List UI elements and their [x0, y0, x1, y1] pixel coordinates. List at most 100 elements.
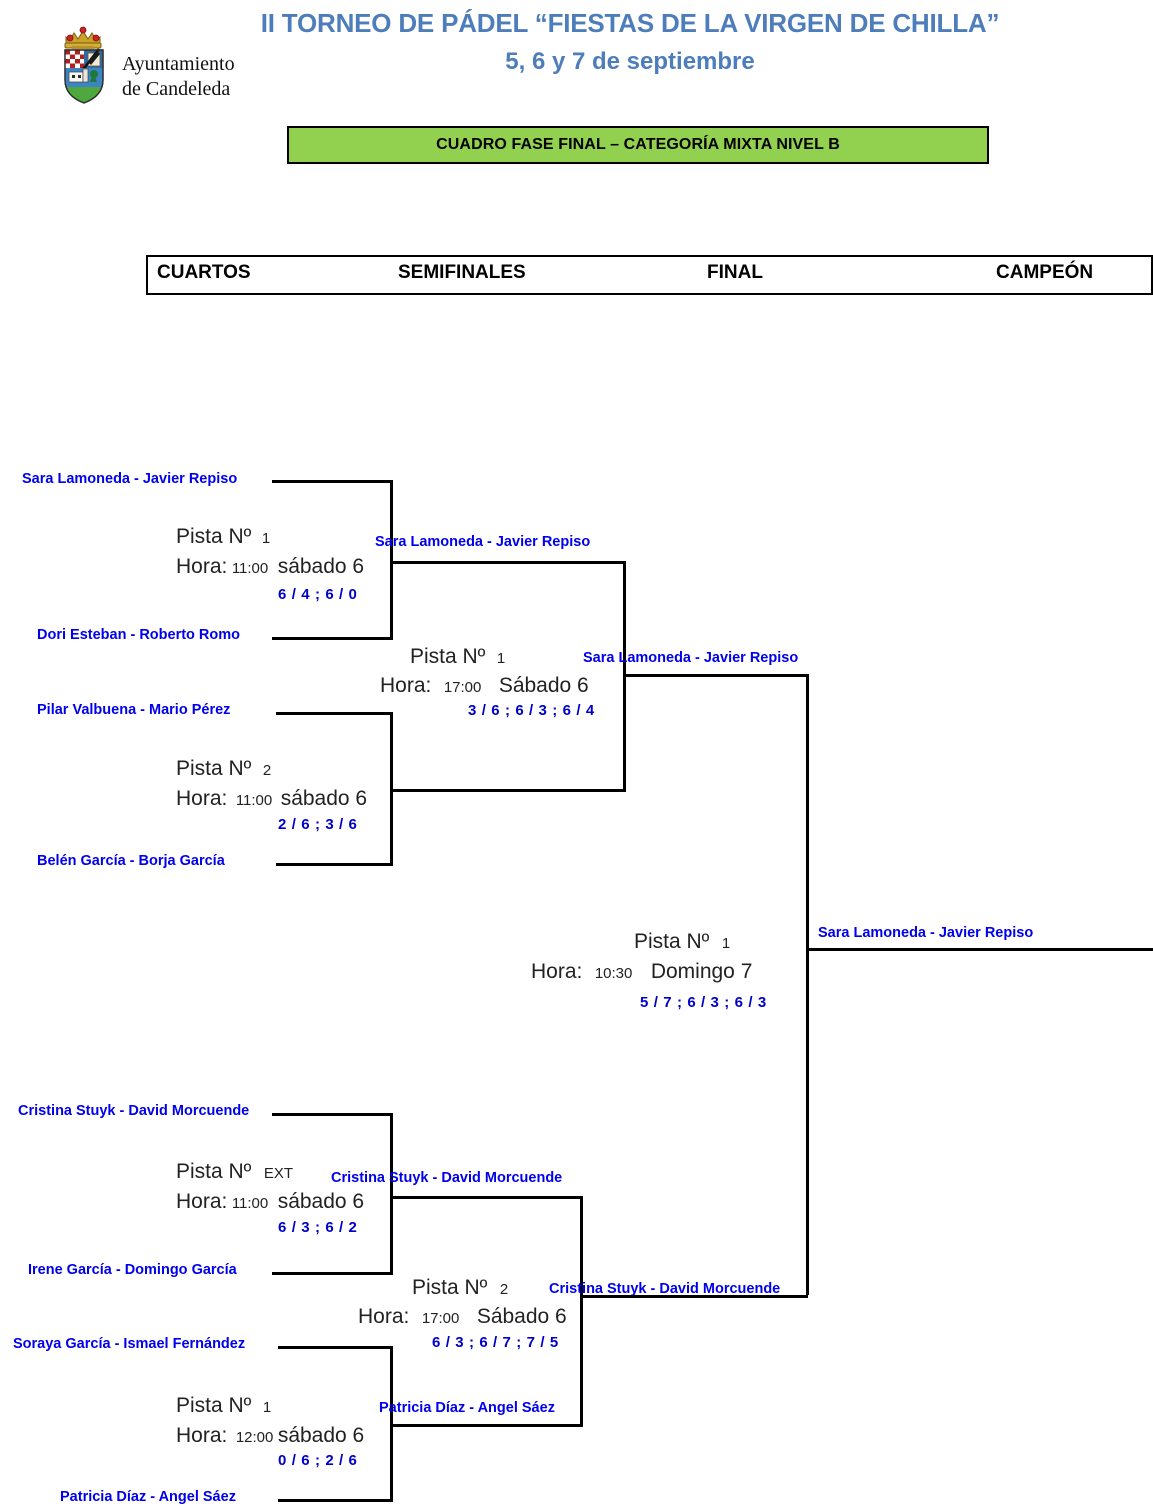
candeleda-coat-of-arms-icon: [52, 22, 116, 106]
champion-line: [806, 948, 1153, 951]
sf1-court-info: Pista Nº 1: [410, 645, 505, 669]
qf3-day-value: sábado 6: [277, 1190, 365, 1213]
sf1-day-value: Sábado 6: [498, 674, 589, 697]
qf3-time-value: 11:00: [231, 1195, 269, 1212]
qf1-time-value: 11:00: [231, 560, 269, 577]
sf2-court-label: Pista Nº: [412, 1276, 488, 1299]
qf2-score: 2 / 6 ; 3 / 6: [278, 816, 358, 833]
sf1-top-line: [390, 561, 625, 564]
round-header-semifinales: SEMIFINALES: [398, 262, 526, 283]
sf1-court-label: Pista Nº: [410, 645, 486, 668]
qf4-score: 0 / 6 ; 2 / 6: [278, 1452, 358, 1469]
final-time-value: 10:30: [594, 965, 633, 982]
sf2-score: 6 / 3 ; 6 / 7 ; 7 / 5: [432, 1334, 559, 1351]
qf1-day-value: sábado 6: [277, 555, 365, 578]
qf1-bracket-vertical: [390, 480, 393, 640]
qf1-bottom-line: [272, 637, 392, 640]
qf1-top-line: [272, 480, 392, 483]
qf1-score: 6 / 4 ; 6 / 0: [278, 586, 358, 603]
sf2-top-team: Cristina Stuyk - David Morcuende: [331, 1170, 563, 1186]
sf2-court-info: Pista Nº 2: [412, 1276, 508, 1300]
qf4-court-info: Pista Nº 1: [176, 1394, 271, 1418]
champion-name: Sara Lamoneda - Javier Repiso: [818, 925, 1034, 941]
qf1-court-label: Pista Nº: [176, 525, 252, 548]
final-bottom-team: Cristina Stuyk - David Morcuende: [549, 1281, 781, 1297]
municipality-line-1: Ayuntamiento: [122, 53, 235, 75]
qf4-time-info: Hora: 12:00 sábado 6: [176, 1424, 364, 1448]
qf1-time-info: Hora: 11:00 sábado 6: [176, 555, 364, 579]
sf1-score: 3 / 6 ; 6 / 3 ; 6 / 4: [468, 702, 595, 719]
qf1-court-info: Pista Nº 1: [176, 525, 270, 549]
qf1-court-value: 1: [261, 530, 271, 547]
final-court-value: 1: [721, 935, 731, 952]
sf1-time-info: Hora: 17:00 Sábado 6: [380, 674, 589, 698]
qf4-bottom-team: Patricia Díaz - Angel Sáez: [60, 1489, 236, 1505]
sf2-time-label: Hora:: [358, 1305, 410, 1328]
qf3-score: 6 / 3 ; 6 / 2: [278, 1219, 358, 1236]
qf2-court-value: 2: [262, 762, 272, 779]
qf4-day-value: sábado 6: [277, 1424, 365, 1447]
qf3-bracket-vertical: [390, 1113, 393, 1275]
qf3-court-label: Pista Nº: [176, 1160, 252, 1183]
round-header-cuartos: CUARTOS: [157, 262, 251, 283]
sf2-day-value: Sábado 6: [476, 1305, 567, 1328]
final-time-label: Hora:: [531, 960, 583, 983]
qf4-court-label: Pista Nº: [176, 1394, 252, 1417]
sf1-time-label: Hora:: [380, 674, 432, 697]
sf2-bottom-line: [390, 1424, 582, 1427]
final-top-line: [623, 674, 808, 677]
round-header-final: FINAL: [707, 262, 763, 283]
qf1-bottom-team: Dori Esteban - Roberto Romo: [37, 627, 241, 643]
category-banner: CUADRO FASE FINAL – CATEGORÍA MIXTA NIVE…: [287, 126, 989, 164]
qf2-time-value: 11:00: [235, 792, 273, 809]
qf2-bottom-line: [276, 863, 392, 866]
qf2-court-label: Pista Nº: [176, 757, 252, 780]
qf2-court-info: Pista Nº 2: [176, 757, 271, 781]
final-bottom-line: [580, 1295, 808, 1298]
qf1-top-team: Sara Lamoneda - Javier Repiso: [22, 471, 238, 487]
sf1-court-value: 1: [496, 650, 506, 667]
round-header-campeon: CAMPEÓN: [996, 262, 1094, 283]
qf3-time-info: Hora: 11:00 sábado 6: [176, 1190, 364, 1214]
category-banner-label: CUADRO FASE FINAL – CATEGORÍA MIXTA NIVE…: [436, 136, 840, 153]
final-court-label: Pista Nº: [634, 930, 710, 953]
qf3-top-line: [272, 1113, 392, 1116]
qf3-bottom-line: [272, 1272, 392, 1275]
qf4-court-value: 1: [262, 1399, 272, 1416]
qf2-day-value: sábado 6: [280, 787, 368, 810]
sf2-time-value: 17:00: [421, 1310, 460, 1327]
sf1-time-value: 17:00: [443, 679, 482, 696]
qf4-bottom-line: [278, 1499, 392, 1502]
final-time-info: Hora: 10:30 Domingo 7: [531, 960, 752, 984]
page-title: II TORNEO DE PÁDEL “FIESTAS DE LA VIRGEN…: [260, 8, 1000, 38]
qf2-bottom-team: Belén García - Borja García: [37, 853, 225, 869]
sf2-court-value: 2: [499, 1281, 509, 1298]
qf4-top-line: [278, 1346, 392, 1349]
qf3-bottom-team: Irene García - Domingo García: [28, 1262, 237, 1278]
qf3-court-info: Pista Nº EXT: [176, 1160, 293, 1184]
qf4-top-team: Soraya García - Ismael Fernández: [13, 1336, 246, 1352]
qf2-top-line: [276, 712, 392, 715]
page-subtitle: 5, 6 y 7 de septiembre: [505, 48, 755, 75]
sf2-time-info: Hora: 17:00 Sábado 6: [358, 1305, 567, 1329]
qf3-top-team: Cristina Stuyk - David Morcuende: [18, 1103, 250, 1119]
final-day-value: Domingo 7: [650, 960, 753, 983]
qf3-court-value: EXT: [263, 1165, 293, 1182]
municipality-line-2: de Candeleda: [122, 78, 231, 100]
qf2-time-label: Hora:: [176, 787, 228, 810]
final-score: 5 / 7 ; 6 / 3 ; 6 / 3: [640, 994, 767, 1011]
sf2-bracket-vertical: [580, 1196, 583, 1427]
municipality-name: Ayuntamiento de Candeleda: [122, 52, 235, 102]
final-top-team: Sara Lamoneda - Javier Repiso: [583, 650, 799, 666]
sf2-bottom-team: Patricia Díaz - Angel Sáez: [379, 1400, 555, 1416]
qf4-time-label: Hora:: [176, 1424, 228, 1447]
qf1-time-label: Hora:: [176, 555, 228, 578]
qf3-time-label: Hora:: [176, 1190, 228, 1213]
qf2-top-team: Pilar Valbuena - Mario Pérez: [37, 702, 231, 718]
qf2-time-info: Hora: 11:00 sábado 6: [176, 787, 367, 811]
final-bracket-vertical: [806, 674, 809, 1295]
sf1-top-team: Sara Lamoneda - Javier Repiso: [375, 534, 591, 550]
sf2-top-line: [390, 1196, 582, 1199]
qf4-time-value: 12:00: [235, 1429, 274, 1446]
